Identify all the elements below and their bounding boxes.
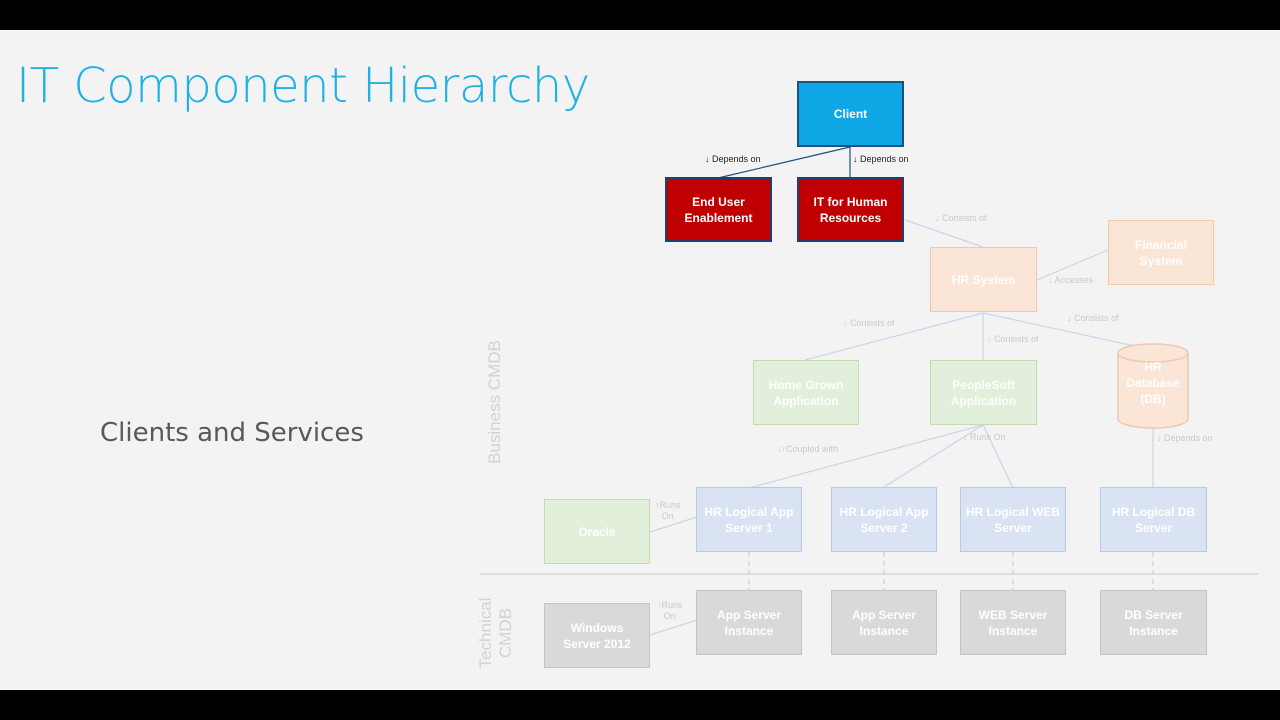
line-ithr-hrsystem: [904, 219, 984, 248]
relation-consists-of-left: ↓ Consists of: [843, 318, 895, 328]
app-server-instance-2-node[interactable]: App Server Instance: [831, 590, 937, 655]
windows-server-2012-node[interactable]: Windows Server 2012: [544, 603, 650, 668]
relation-consists-of-right: ↓ Consists of: [1067, 313, 1119, 323]
hr-system-node[interactable]: HR System: [930, 247, 1037, 312]
line-client-enduser: [717, 146, 851, 179]
line-ps-app1: [748, 424, 984, 489]
oracle-node[interactable]: Oracle: [544, 499, 650, 564]
db-server-instance-node[interactable]: DB Server Instance: [1100, 590, 1207, 655]
page-title: IT Component Hierarchy: [16, 58, 590, 114]
relation-consists-of-mid: ↓ Consists of: [987, 334, 1039, 344]
relation-depends-on-db: ↓ Depends on: [1157, 433, 1213, 443]
relation-consists-of-top: ↓ Consists of: [935, 213, 987, 223]
home-grown-application-node[interactable]: Home Grown Application: [753, 360, 859, 425]
line-ps-app2: [883, 424, 984, 488]
web-server-instance-node[interactable]: WEB Server Instance: [960, 590, 1066, 655]
it-for-hr-node[interactable]: IT for Human Resources: [797, 177, 904, 242]
line-ps-web: [982, 424, 1014, 489]
line-hrsystem-financial: [1036, 249, 1109, 281]
end-user-enablement-node[interactable]: End User Enablement: [665, 177, 772, 242]
page-subtitle: Clients and Services: [100, 418, 364, 448]
peoplesoft-application-node[interactable]: PeopleSoft Application: [930, 360, 1037, 425]
line-hrsystem-homegrown: [804, 312, 984, 361]
financial-system-node[interactable]: Financial System: [1108, 220, 1214, 285]
app-server-instance-1-node[interactable]: App Server Instance: [696, 590, 802, 655]
relation-coupled-with: ↓↑Coupled with: [777, 444, 839, 454]
hr-logical-app-server-1-node[interactable]: HR Logical App Server 1: [696, 487, 802, 552]
hr-database-node[interactable]: HR Database (DB): [1117, 343, 1189, 429]
slide: IT Component Hierarchy Clients and Servi…: [0, 30, 1280, 690]
relation-runs-on-windows: ↑Runs On: [657, 600, 683, 621]
connector-lines: [480, 146, 1258, 636]
hr-logical-app-server-2-node[interactable]: HR Logical App Server 2: [831, 487, 937, 552]
relation-runs-on-peoplesoft: ↓ Runs On: [963, 432, 1006, 442]
technical-cmdb-label: Technical CMDB: [476, 597, 515, 669]
hr-database-label: HR Database (DB): [1126, 360, 1180, 406]
hr-logical-web-server-node[interactable]: HR Logical WEB Server: [960, 487, 1066, 552]
hr-logical-db-server-node[interactable]: HR Logical DB Server: [1100, 487, 1207, 552]
database-cylinder-icon: [1117, 343, 1189, 429]
relation-accesses: ↓ Accesses: [1048, 275, 1094, 285]
relation-runs-on-oracle: ↑Runs On: [655, 500, 681, 521]
relation-depends-on-left: ↓ Depends on: [705, 154, 761, 164]
line-windows-inst1: [649, 619, 698, 636]
client-node[interactable]: Client: [797, 81, 904, 147]
line-hrsystem-hrdatabase: [982, 312, 1154, 351]
relation-depends-on-right: ↓ Depends on: [853, 154, 909, 164]
line-oracle-app1: [649, 516, 698, 533]
business-cmdb-label: Business CMDB: [485, 340, 504, 464]
